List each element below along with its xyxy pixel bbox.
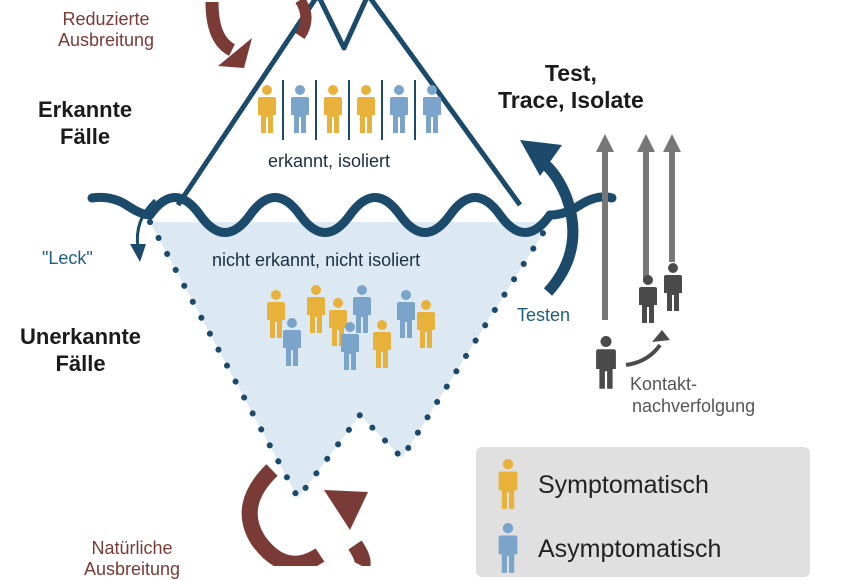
person-icon — [496, 523, 520, 575]
test-trace-arrows — [596, 134, 681, 320]
traced-contacts — [596, 263, 682, 389]
legend: Symptomatisch Asymptomatisch — [476, 447, 810, 577]
label-leak: "Leck" — [42, 248, 93, 268]
label-undetected-cases-line1: Unerkannte — [20, 324, 142, 349]
label-contact-tracing: Kontakt- nachverfolgung — [630, 373, 755, 417]
dotted-outline — [147, 219, 553, 504]
label-undetected-cases-line2: Fälle — [55, 351, 106, 376]
label-test-trace-isolate-line2: Trace, Isolate — [498, 87, 644, 113]
legend-item-asymptomatic: Asymptomatisch — [496, 523, 721, 575]
contact-tracing-arrowhead-icon — [652, 330, 670, 342]
leak-arrowhead-icon — [130, 244, 146, 262]
contact-tracing-arrow-icon — [625, 343, 662, 367]
reduced-spread-arrow-tail-icon — [295, 0, 312, 40]
underwater-iceberg — [150, 222, 550, 498]
label-detected-cases-line1: Erkannte — [38, 97, 133, 122]
label-detected-isolated: erkannt, isoliert — [268, 151, 391, 171]
label-reduced-spread-line1: Reduzierte — [62, 9, 150, 29]
reduced-spread-arrowhead-icon — [218, 38, 252, 68]
water-wave — [145, 193, 555, 237]
label-natural-spread: Natürliche Ausbreitung — [84, 538, 180, 580]
label-detected-cases-line2: Fälle — [60, 124, 111, 149]
legend-label-asymptomatic: Asymptomatisch — [538, 534, 722, 563]
detected-people — [258, 80, 441, 140]
natural-spread-arrow-icon — [241, 464, 325, 566]
label-undetected-cases: Unerkannte Fälle — [20, 323, 141, 377]
label-not-detected: nicht erkannt, nicht isoliert — [212, 250, 421, 270]
label-reduced-spread-line2: Ausbreitung — [58, 30, 155, 50]
label-natural-spread-line2: Ausbreitung — [84, 559, 181, 579]
label-testing: Testen — [517, 305, 571, 325]
label-contact-tracing-line1: Kontakt- — [630, 374, 698, 394]
label-test-trace-isolate: Test, Trace, Isolate — [498, 60, 644, 114]
natural-spread-arrow-lower-icon — [348, 540, 371, 566]
iceberg-diagram — [87, 0, 682, 566]
person-icon — [496, 459, 520, 511]
label-reduced-spread: Reduzierte Ausbreitung — [58, 9, 154, 51]
testing-arrowhead-icon — [520, 140, 562, 176]
label-contact-tracing-line2: nachverfolgung — [632, 396, 756, 416]
leak-arrow-icon — [135, 198, 157, 249]
label-detected-cases: Erkannte Fälle — [38, 96, 132, 150]
natural-spread-arrowhead-icon — [324, 490, 368, 530]
label-natural-spread-line1: Natürliche — [91, 538, 173, 558]
label-test-trace-isolate-line1: Test, — [544, 60, 597, 86]
legend-label-symptomatic: Symptomatisch — [538, 470, 709, 499]
left-wave-tip — [87, 192, 155, 220]
testing-arrow-icon — [538, 157, 579, 296]
reduced-spread-arrow-icon — [205, 1, 236, 56]
legend-item-symptomatic: Symptomatisch — [496, 459, 709, 511]
